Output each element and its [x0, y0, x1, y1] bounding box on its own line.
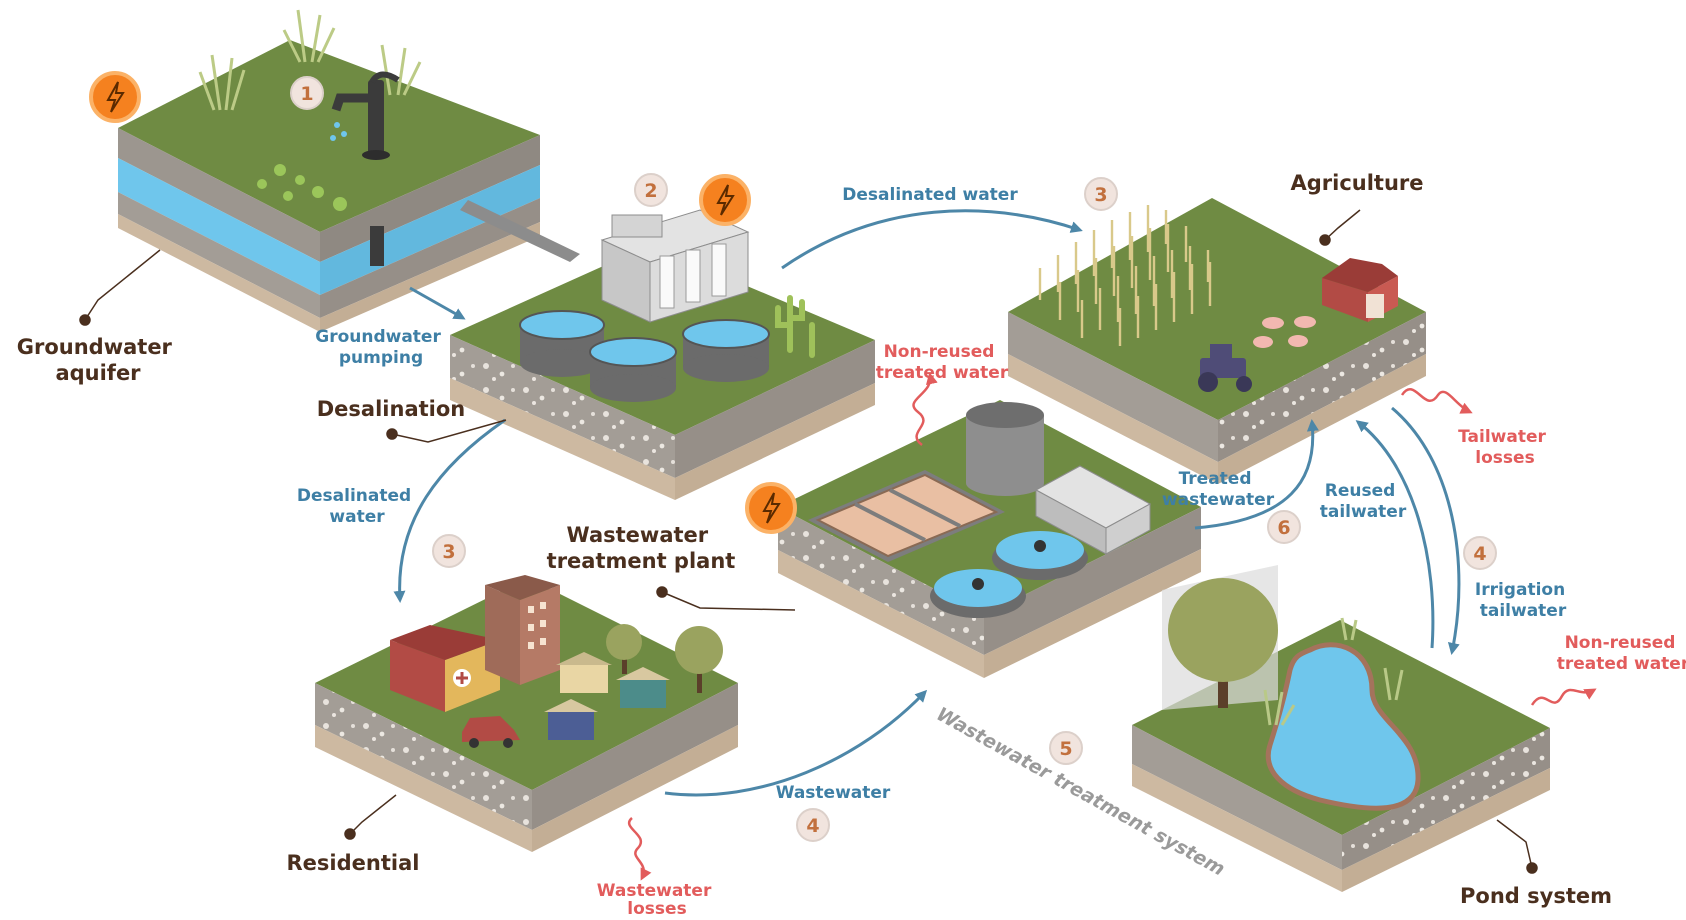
arrow-wastewater-losses [628, 817, 652, 881]
large-tree-icon [1168, 578, 1278, 708]
svg-text:4: 4 [806, 815, 819, 837]
well-pipe [370, 226, 384, 266]
treatment-building-icon [1034, 465, 1152, 555]
barn-icon [1322, 258, 1398, 322]
svg-text:1: 1 [300, 83, 313, 105]
storage-silo-icon [966, 402, 1044, 496]
step-badge-6: 6 [1267, 510, 1301, 544]
label-non-reused-right: Non-reused treated water [1557, 633, 1686, 674]
arrow-treated-wastewater [1194, 419, 1319, 530]
step-badge-5: 5 [1049, 731, 1083, 765]
arrow-residential-to-treatment [664, 689, 928, 797]
wheat-field-icon [1038, 205, 1212, 346]
step-badge-3-top: 3 [1084, 177, 1118, 211]
step-badge-4-right: 4 [1463, 536, 1497, 570]
step-badge-4-bottom: 4 [796, 808, 830, 842]
arrow-groundwater-pumping [409, 286, 466, 320]
lightning-bolt-icon [762, 492, 781, 524]
arrow-reused-tailwater [1355, 420, 1435, 649]
label-groundwater-aquifer: Groundwater aquifer [17, 335, 179, 385]
tile-wastewater-treatment-plant [778, 400, 1201, 678]
step-badge-1: 1 [290, 76, 324, 110]
clarifier-icon [930, 531, 1088, 618]
reeds-icon [1263, 617, 1404, 726]
label-desalinated-water-top: Desalinated water [842, 185, 1018, 205]
energy-badge-desalination [699, 174, 751, 226]
lightning-bolt-icon [716, 184, 735, 216]
svg-text:4: 4 [1473, 543, 1486, 565]
label-desalination: Desalination [317, 397, 465, 421]
tile-groundwater-aquifer [118, 9, 580, 332]
flow-arrows [393, 209, 1461, 797]
label-groundwater-pumping: Groundwater pumping [315, 327, 447, 368]
svg-text:5: 5 [1059, 738, 1072, 760]
loss-arrows [628, 372, 1597, 881]
grass-icon [198, 9, 422, 111]
label-wastewater-treatment-plant: Wastewater treatment plant [547, 523, 736, 573]
label-treated-wastewater: Treated wastewater [1162, 469, 1275, 510]
label-wastewater-losses: Wastewater losses [597, 881, 718, 916]
label-pond-system: Pond system [1460, 884, 1612, 908]
label-irrigation-tailwater: Irrigation tailwater [1475, 580, 1571, 621]
lightning-bolt-icon [106, 81, 125, 113]
arrow-non-reused-right [1530, 688, 1597, 706]
arrow-desalination-to-residential [393, 418, 506, 603]
hand-pump-icon [330, 71, 400, 160]
tile-residential [315, 575, 738, 852]
label-residential: Residential [287, 851, 420, 875]
car-icon [462, 716, 520, 748]
desalination-plant-icon [600, 209, 750, 323]
tile-agriculture [1008, 198, 1426, 484]
leader-lines [79, 209, 1538, 874]
pigs-icon [1253, 316, 1316, 348]
apartment-tower-icon [485, 575, 560, 685]
water-tank-icon [519, 310, 770, 402]
arrow-desalination-to-agriculture [781, 209, 1083, 270]
svg-text:3: 3 [1094, 184, 1107, 206]
label-reused-tailwater: Reused tailwater [1320, 481, 1407, 522]
tree-icon [606, 624, 723, 693]
energy-badge-groundwater [89, 71, 141, 123]
shrub-icon [257, 164, 347, 211]
label-tailwater-losses: Tailwater losses [1458, 427, 1552, 468]
label-agriculture: Agriculture [1290, 171, 1423, 195]
svg-text:3: 3 [442, 541, 455, 563]
tractor-icon [1198, 344, 1252, 392]
tile-desalination [450, 209, 875, 500]
pond-water [1265, 642, 1421, 811]
label-desalinated-water-left: Desalinated water [297, 486, 417, 527]
label-wastewater: Wastewater [776, 783, 891, 803]
pipe-to-desalination [460, 200, 580, 262]
arrow-irrigation-tailwater [1391, 406, 1461, 655]
arrow-non-reused-center [912, 372, 938, 446]
label-non-reused-center: Non-reused treated water [876, 342, 1009, 383]
cactus-icon [775, 295, 815, 358]
settling-basins-icon [808, 470, 1005, 562]
tile-pond-system [1132, 565, 1550, 892]
arrow-tailwater-losses [1400, 388, 1473, 414]
energy-badge-treatment [745, 482, 797, 534]
step-badge-3-left: 3 [432, 534, 466, 568]
svg-text:6: 6 [1277, 517, 1290, 539]
svg-text:2: 2 [644, 180, 657, 202]
houses-icon [544, 652, 670, 740]
step-badge-2: 2 [634, 173, 668, 207]
